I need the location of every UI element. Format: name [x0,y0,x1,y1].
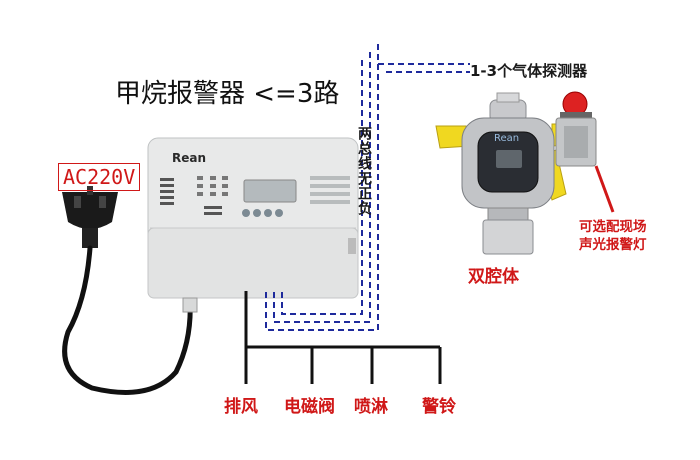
output-wiring [244,291,442,384]
diagram-title: 甲烷报警器 <=3路 [115,79,340,109]
alarm-light-label: 可选配现场 声光报警灯 [579,218,647,254]
output-exhaust-fan: 排风 [224,397,258,417]
bus-wiring-label: 两总线无正负 [356,126,372,216]
dual-chamber-label: 双腔体 [468,267,519,287]
alarm-light-pointer [594,165,615,213]
output-solenoid-valve: 电磁阀 [284,397,335,417]
power-plug-icon [62,186,118,248]
detector-brand-logo: Rean [494,133,520,144]
two-wire-bus [265,40,470,331]
output-sprinkler: 喷淋 [354,397,388,417]
power-cord [62,245,193,395]
detector-count-label: 1-3个气体探测器 [470,62,588,80]
alarm-light-label-line-2: 声光报警灯 [579,237,647,253]
alarm-light-icon [555,91,597,167]
gas-alarm-controller [147,137,359,313]
alarm-light-label-line-1: 可选配现场 [579,219,647,235]
controller-brand-logo: Rean [172,151,207,165]
lcd-screen [243,179,297,203]
power-supply-label: AC220V [58,163,141,191]
output-alarm-bell: 警铃 [422,397,456,417]
